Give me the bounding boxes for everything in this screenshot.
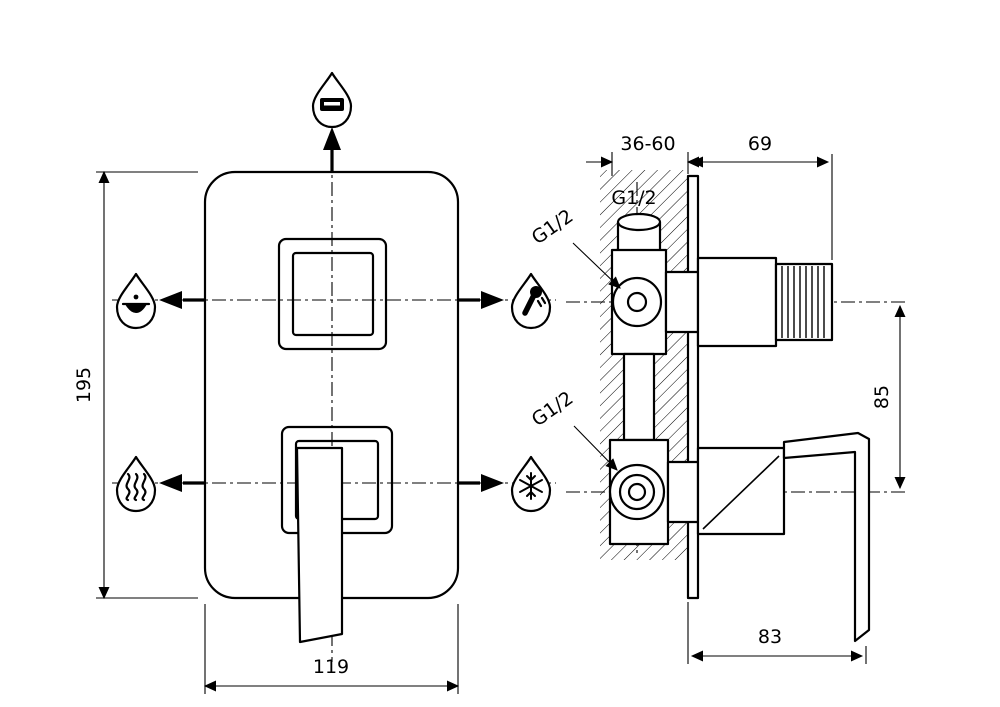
g12-upper-label: G1/2: [528, 205, 578, 249]
lower-inlet-circle-outer: [608, 463, 666, 521]
g12-upper-leader: [572, 242, 621, 289]
hand-shower-icon: [510, 272, 552, 330]
handle-lever-front: [295, 446, 344, 644]
escutcheon-edge: [686, 174, 700, 600]
bath-spout-icon: [115, 272, 157, 330]
knob-knurling: [781, 266, 825, 338]
overhead-shower-icon: [311, 71, 353, 129]
dim-83-label: 83: [758, 626, 782, 648]
arrow-right-bottom: [459, 474, 504, 492]
dim-119-label: 119: [313, 656, 349, 678]
arrow-up: [323, 127, 341, 171]
g12-lower-leader: [573, 425, 618, 471]
dim-36-60-label: 36-60: [620, 133, 675, 155]
handle-lever-side: [782, 431, 871, 643]
arrow-left-top: [159, 291, 204, 309]
dimension-36-60: 36-60: [586, 133, 714, 176]
dimension-85: 85: [871, 304, 906, 490]
diverter-button-outer: [277, 237, 388, 351]
upper-wall-connector: [664, 270, 700, 334]
diverter-cartridge-side: [696, 256, 778, 348]
diverter-button-inner: [291, 251, 375, 337]
top-inlet-opening: [616, 212, 662, 232]
dimension-195: 195: [73, 170, 198, 600]
g12-top-label: G1/2: [611, 187, 656, 209]
dimension-119: 119: [203, 604, 460, 694]
lower-inlet-circle-mid: [618, 473, 656, 511]
upper-inlet-circle-outer: [611, 276, 663, 328]
diverter-knob-side: [774, 262, 834, 342]
handle-base-edge: [702, 455, 780, 530]
upper-inlet-circle-inner: [626, 291, 648, 313]
side-view: 36-60 69 85 83 G1/2 G1/2 G1/2: [528, 133, 908, 664]
lower-inlet-circle-inner: [627, 482, 647, 502]
dim-69-label: 69: [748, 133, 772, 155]
dim-195-label: 195: [73, 367, 95, 403]
middle-connector: [622, 352, 656, 442]
dim-85-label: 85: [871, 385, 893, 409]
front-view: 195 119: [73, 71, 556, 694]
arrow-right-top: [459, 291, 504, 309]
snowflake-icon: [510, 455, 552, 513]
dimension-69: 69: [690, 133, 833, 260]
g12-lower-label: G1/2: [528, 387, 578, 431]
thread-label-top: G1/2: [611, 187, 656, 209]
water-waves-icon: [115, 455, 157, 513]
lower-wall-connector: [666, 460, 700, 524]
arrow-left-bottom: [159, 474, 204, 492]
dimension-83: 83: [687, 602, 867, 664]
